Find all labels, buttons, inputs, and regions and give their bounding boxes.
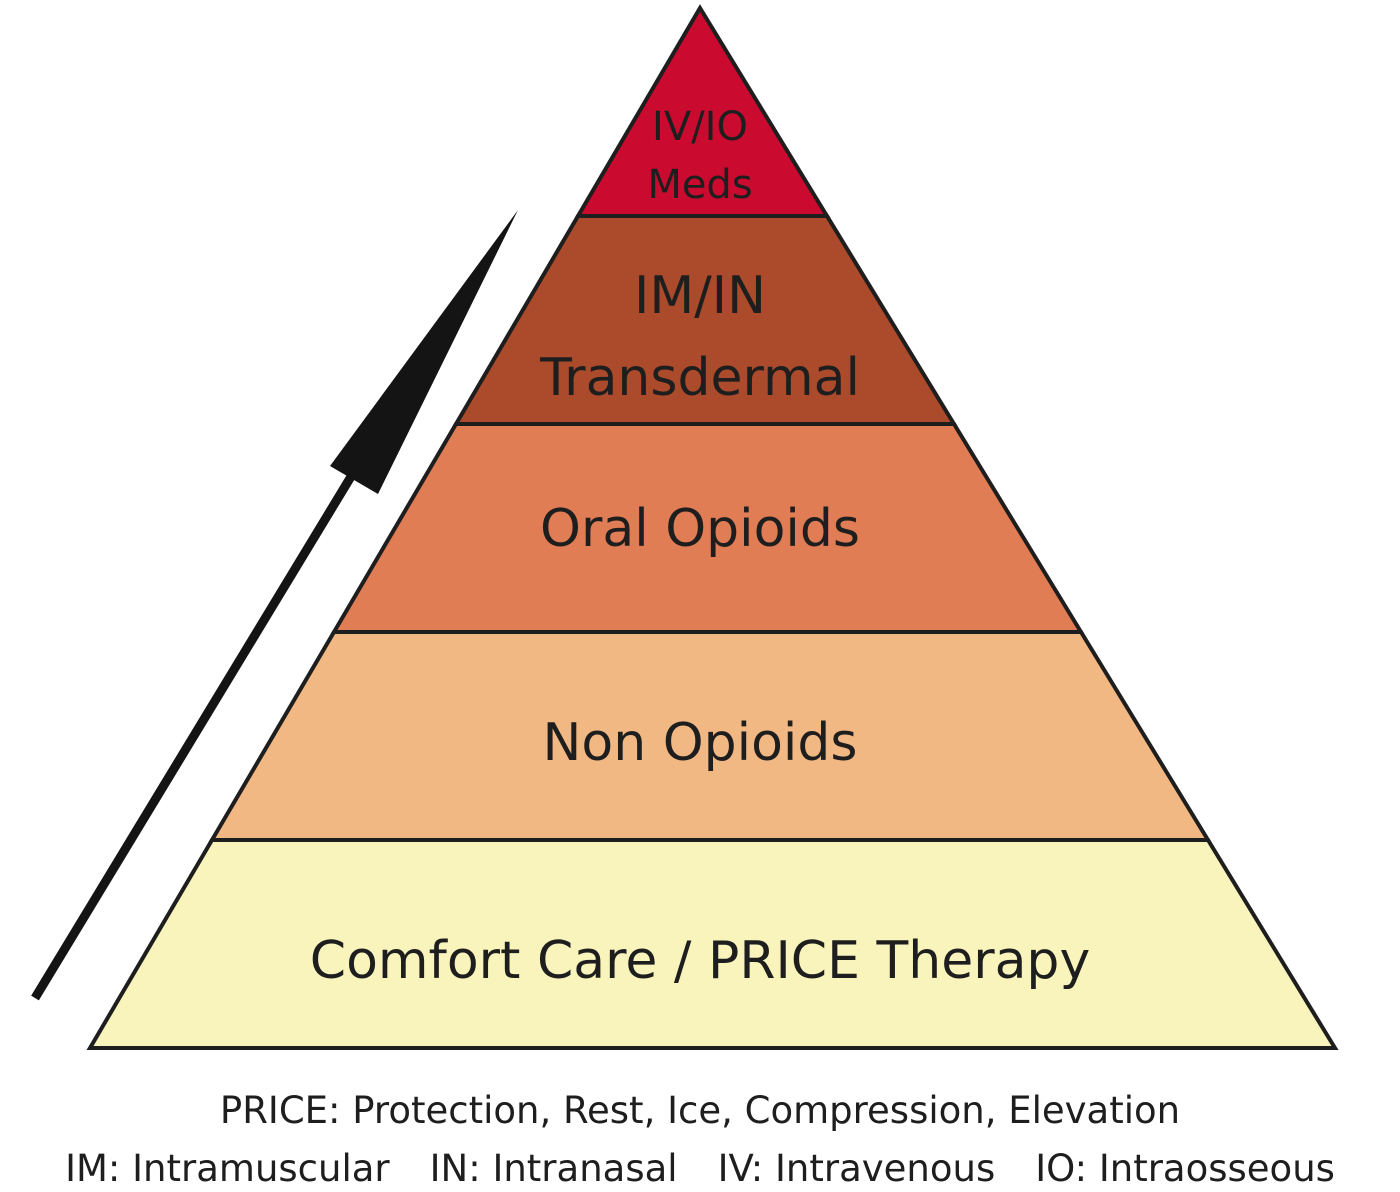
tier-label-iv-io-2: Meds bbox=[647, 162, 752, 208]
legend-price: PRICE: Protection, Rest, Ice, Compressio… bbox=[0, 1092, 1400, 1129]
tier-label-comfort-1: Comfort Care / PRICE Therapy bbox=[310, 931, 1090, 991]
legend-price-text: PRICE: Protection, Rest, Ice, Compressio… bbox=[219, 1089, 1181, 1132]
legend-io: IO: Intraosseous bbox=[1035, 1147, 1335, 1190]
tier-iv-io bbox=[574, 4, 831, 218]
tier-label-im-in-1: IM/IN bbox=[634, 266, 766, 326]
tier-label-im-in-2: Transdermal bbox=[539, 348, 860, 408]
pyramid-labels: Comfort Care / PRICE Therapy Non Opioids O… bbox=[310, 104, 1090, 991]
legend-iv: IV: Intravenous bbox=[717, 1147, 996, 1190]
tier-label-iv-io-1: IV/IO bbox=[652, 104, 748, 150]
legend-im: IM: Intramuscular bbox=[65, 1147, 390, 1190]
tier-label-non-opioids-1: Non Opioids bbox=[543, 713, 858, 773]
legend-in: IN: Intranasal bbox=[429, 1147, 678, 1190]
escalation-arrow bbox=[31, 210, 518, 1001]
arrow-head-icon bbox=[330, 210, 518, 494]
tier-label-oral-opioids-1: Oral Opioids bbox=[540, 499, 860, 559]
legend-abbreviations: IM: Intramuscular IN: Intranasal IV: Intra… bbox=[0, 1150, 1400, 1187]
pyramid-tiers bbox=[86, 4, 1339, 1050]
arrow-shaft bbox=[31, 467, 359, 1001]
